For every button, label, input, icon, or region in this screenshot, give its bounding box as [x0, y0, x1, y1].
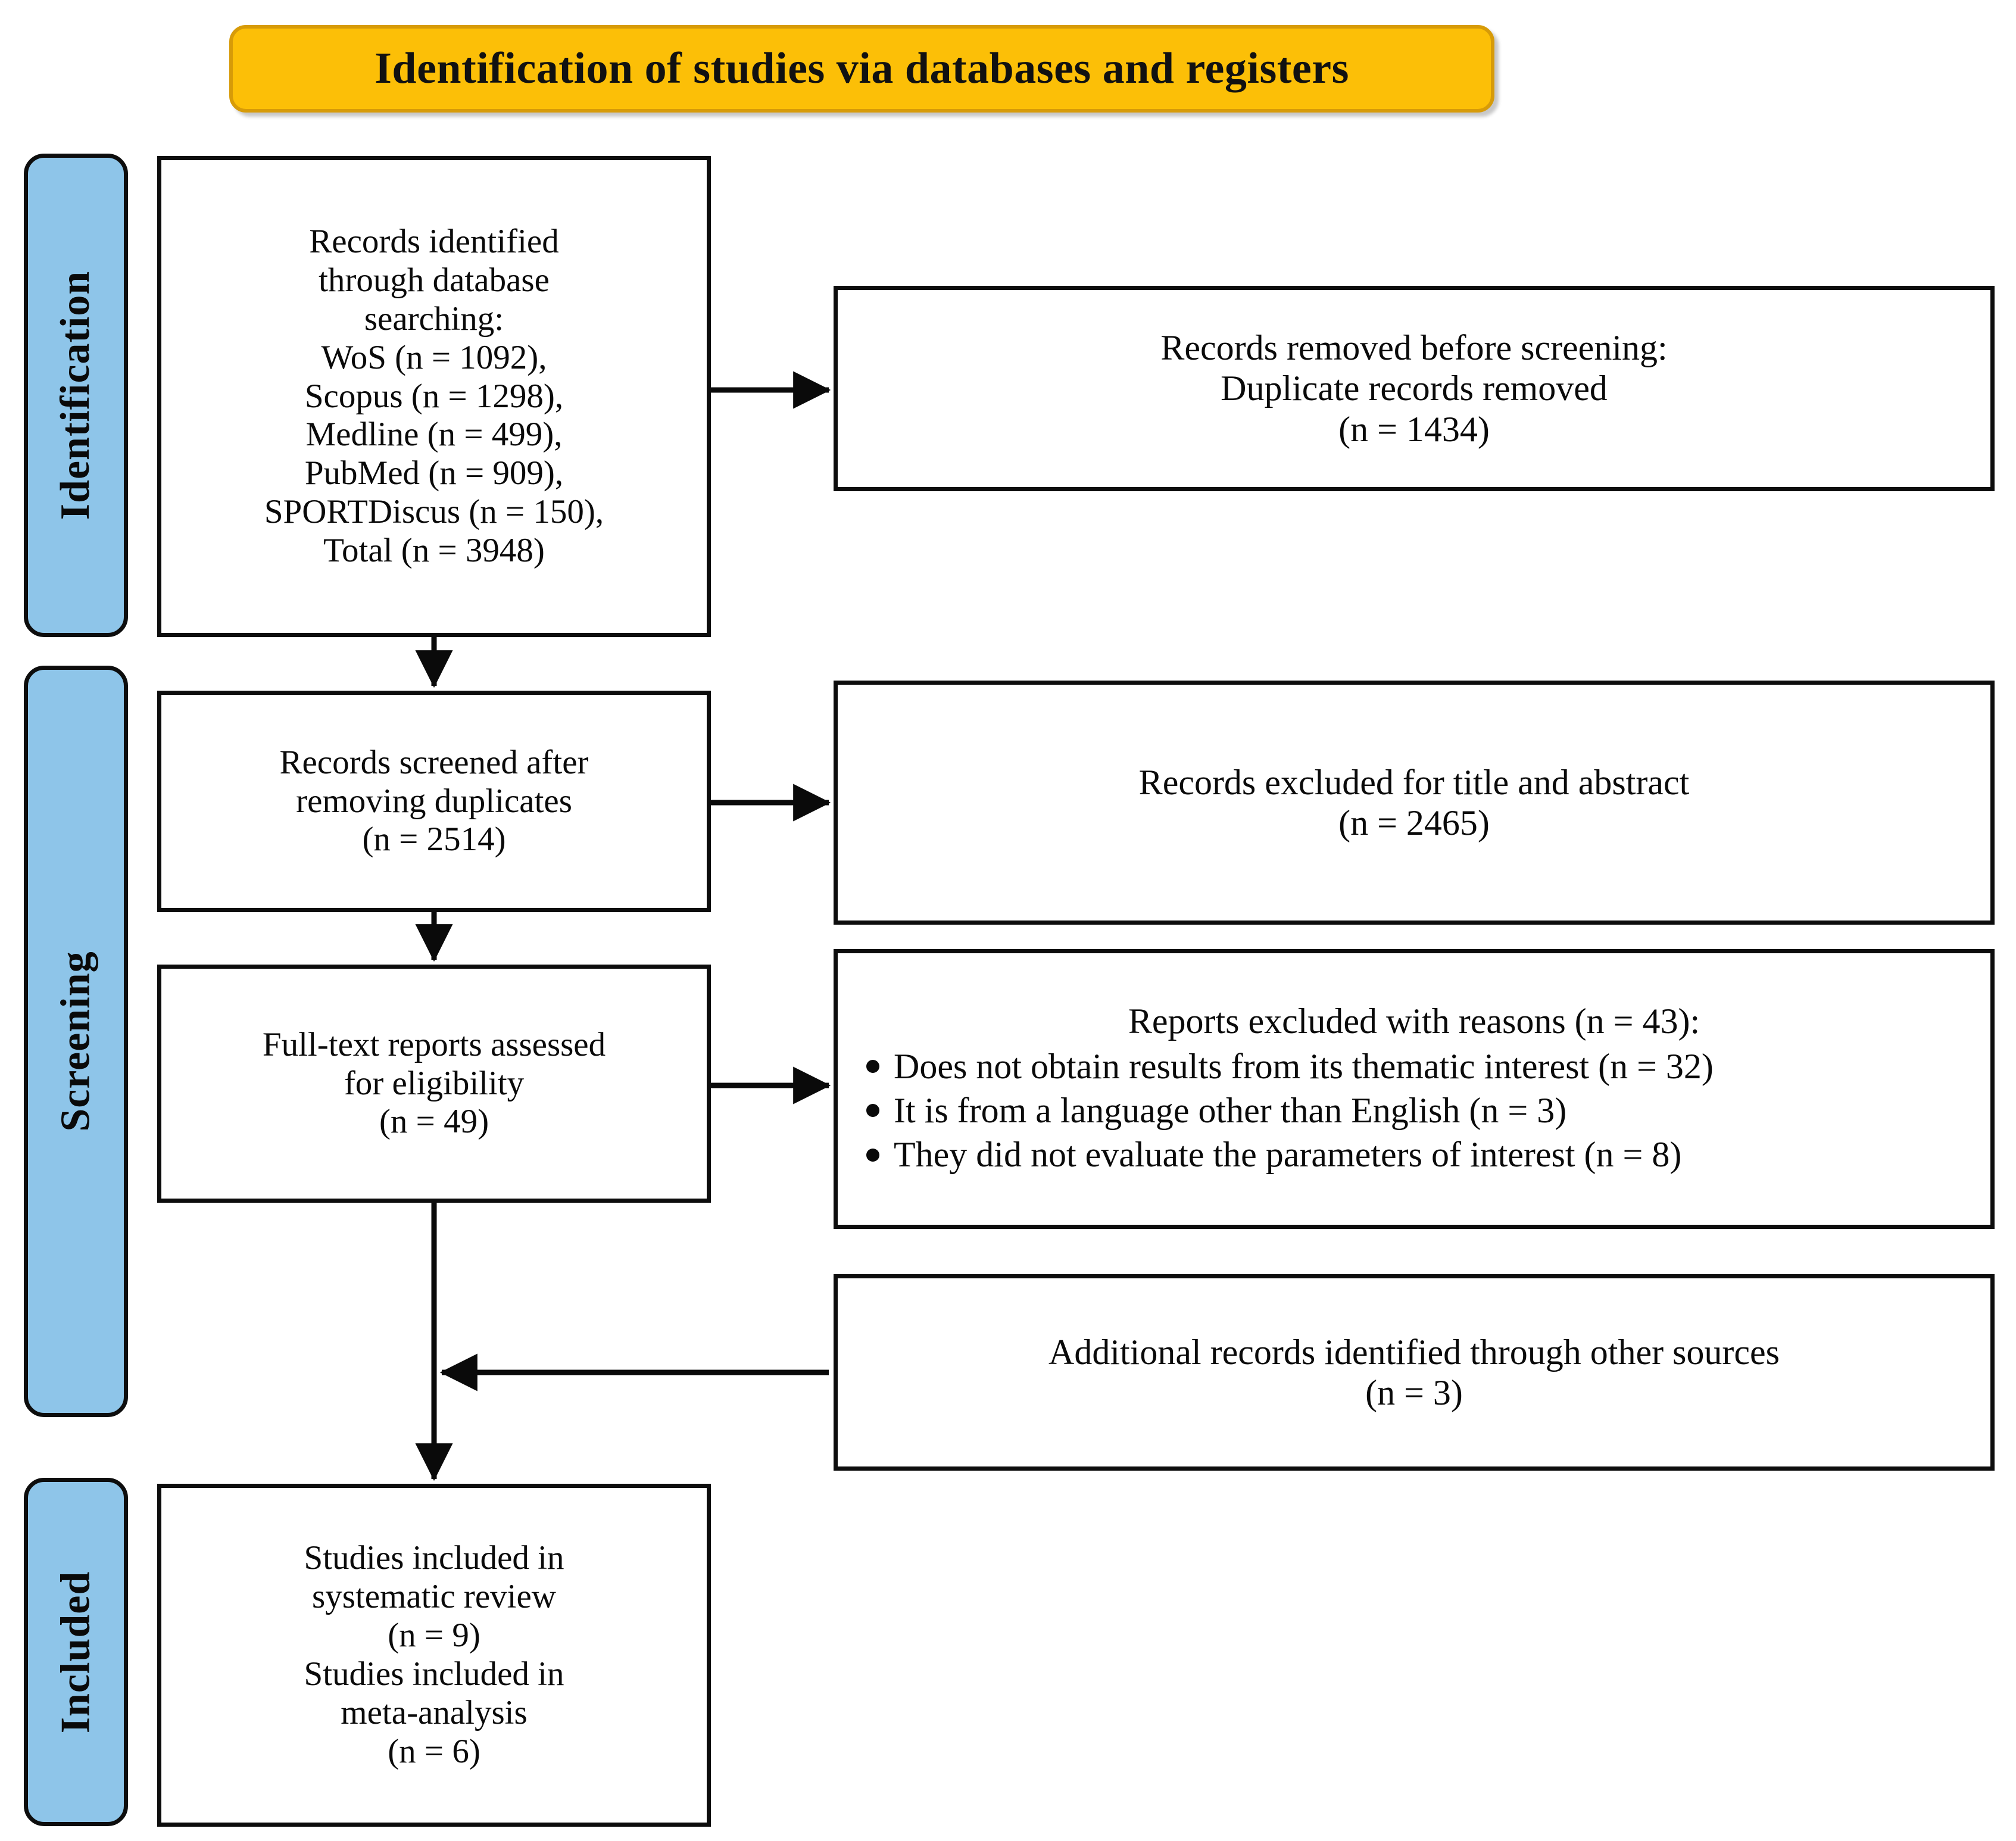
box-records-excluded-title-abstract: Records excluded for title and abstract … [834, 681, 1995, 925]
bullet-icon [866, 1059, 879, 1073]
box-line: searching: [364, 299, 504, 338]
box-records-identified: Records identified through database sear… [157, 156, 711, 637]
box-line: for eligibility [344, 1064, 525, 1102]
list-item: Does not obtain results from its themati… [863, 1044, 1977, 1088]
box-line: Total (n = 3948) [323, 532, 545, 570]
bullet-icon [866, 1104, 879, 1118]
box-line: meta-analysis [341, 1693, 528, 1731]
box-line: PubMed (n = 909), [304, 454, 564, 492]
box-line: (n = 49) [379, 1103, 489, 1141]
box-line: (n = 6) [388, 1732, 480, 1770]
list-item-label: It is from a language other than English… [894, 1091, 1567, 1130]
box-line: (n = 3) [1365, 1373, 1463, 1412]
box-line: (n = 1434) [1338, 409, 1490, 449]
stage-label-included-text: Included [52, 1571, 99, 1733]
box-line: (n = 2514) [362, 820, 506, 859]
stage-label-screening: Screening [24, 666, 128, 1417]
box-fulltext-reports-assessed: Full-text reports assessed for eligibili… [157, 965, 711, 1203]
list-item: They did not evaluate the parameters of … [863, 1132, 1977, 1177]
box-line: SPORTDiscus (n = 150), [264, 493, 604, 531]
bullet-icon [866, 1148, 879, 1162]
box-studies-included: Studies included in systematic review (n… [157, 1484, 711, 1827]
list-item-label: They did not evaluate the parameters of … [894, 1135, 1682, 1175]
box-line: Additional records identified through ot… [1048, 1332, 1780, 1372]
box-reports-excluded-with-reasons: Reports excluded with reasons (n = 43): … [834, 949, 1995, 1229]
reports-excluded-heading: Reports excluded with reasons (n = 43): [1128, 1001, 1700, 1041]
list-item: It is from a language other than English… [863, 1088, 1977, 1132]
box-line: Studies included in [304, 1539, 564, 1577]
box-line: Full-text reports assessed [262, 1025, 606, 1063]
reports-excluded-reason-list: Does not obtain results from its themati… [851, 1044, 1977, 1177]
stage-label-identification-text: Identification [52, 270, 99, 520]
stage-label-included: Included [24, 1478, 128, 1826]
box-line: WoS (n = 1092), [321, 338, 547, 376]
list-item-label: Does not obtain results from its themati… [894, 1046, 1714, 1086]
box-line: Medline (n = 499), [305, 416, 563, 454]
box-line: Records removed before screening: [1160, 327, 1668, 367]
box-line: Records excluded for title and abstract [1138, 762, 1690, 802]
box-line: Records identified [309, 222, 559, 260]
diagram-title-banner: Identification of studies via databases … [229, 25, 1494, 113]
diagram-title: Identification of studies via databases … [375, 44, 1349, 93]
box-records-screened: Records screened after removing duplicat… [157, 691, 711, 912]
box-line: removing duplicates [296, 782, 572, 820]
box-line: through database [319, 261, 550, 299]
box-line: Duplicate records removed [1221, 369, 1608, 408]
stage-label-identification: Identification [24, 154, 128, 637]
box-line: systematic review [312, 1578, 556, 1616]
stage-label-screening-text: Screening [52, 951, 99, 1132]
box-line: Scopus (n = 1298), [304, 377, 564, 415]
box-additional-records-other-sources: Additional records identified through ot… [834, 1274, 1995, 1471]
box-line: Records screened after [279, 743, 589, 781]
box-line: (n = 9) [388, 1617, 480, 1655]
box-line: Studies included in [304, 1655, 564, 1693]
box-line: (n = 2465) [1338, 803, 1490, 843]
box-records-removed-before-screening: Records removed before screening: Duplic… [834, 286, 1995, 491]
